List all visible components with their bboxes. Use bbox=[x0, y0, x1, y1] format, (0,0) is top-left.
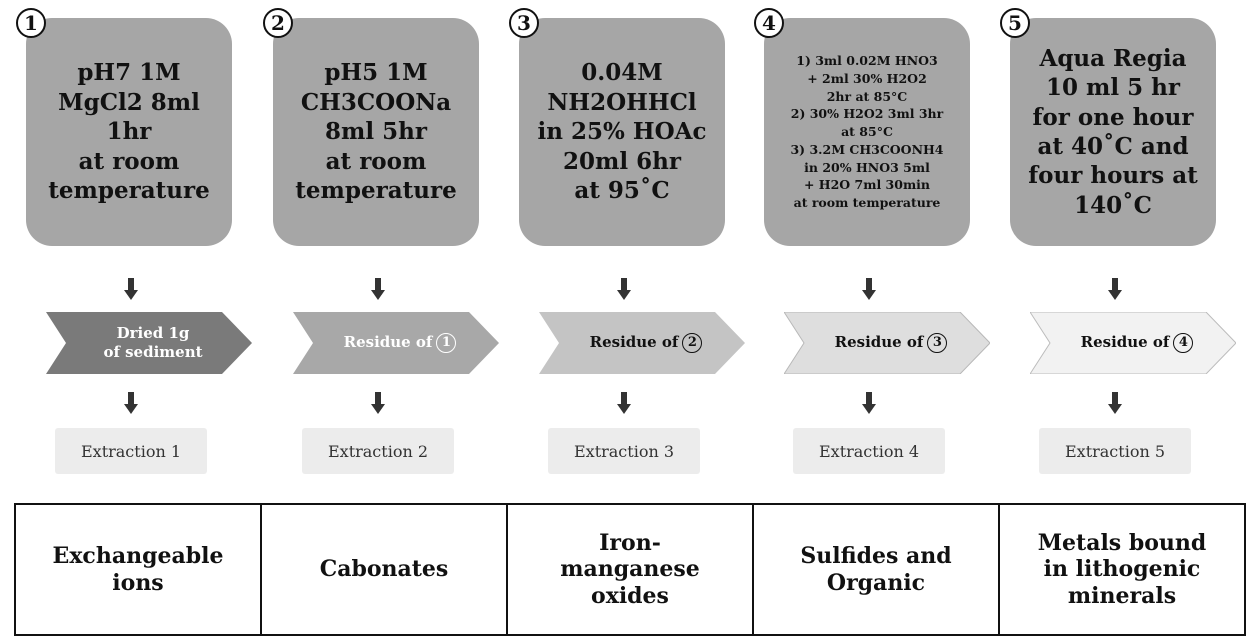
step-column-3: 0.04M NH2OHHCl in 25% HOAc 20ml 6hr at 9… bbox=[499, 0, 749, 480]
step-column-1: pH7 1M MgCl2 8ml 1hr at room temperature… bbox=[6, 0, 256, 480]
reagent-text-5: Aqua Regia 10 ml 5 hr for one hour at 40… bbox=[1028, 44, 1198, 219]
extraction-label-2: Extraction 2 bbox=[302, 428, 454, 474]
fraction-cell-2: Cabonates bbox=[262, 505, 508, 634]
extraction-label-4: Extraction 4 bbox=[793, 428, 945, 474]
reagent-box-3: 0.04M NH2OHHCl in 25% HOAc 20ml 6hr at 9… bbox=[519, 18, 725, 246]
fraction-cell-4: Sulfides and Organic bbox=[754, 505, 1000, 634]
arrow-down-icon bbox=[862, 392, 876, 414]
step-ref-4: 4 bbox=[1173, 333, 1194, 353]
reagent-text-3: 0.04M NH2OHHCl in 25% HOAc 20ml 6hr at 9… bbox=[537, 59, 707, 205]
step-column-5: Aqua Regia 10 ml 5 hr for one hour at 40… bbox=[990, 0, 1240, 480]
fraction-cell-1: Exchangeable ions bbox=[16, 505, 262, 634]
step-column-2: pH5 1M CH3COONa 8ml 5hr at room temperat… bbox=[253, 0, 503, 480]
arrow-down-icon bbox=[862, 278, 876, 300]
extraction-label-5: Extraction 5 bbox=[1039, 428, 1191, 474]
reagent-box-4: 1) 3ml 0.02M HNO3 + 2ml 30% H2O2 2hr at … bbox=[764, 18, 970, 246]
reagent-text-4: 1) 3ml 0.02M HNO3 + 2ml 30% H2O2 2hr at … bbox=[790, 53, 944, 211]
reagent-text-2: pH5 1M CH3COONa 8ml 5hr at room temperat… bbox=[295, 59, 457, 205]
step-number-1: 1 bbox=[16, 8, 46, 38]
step-number-5: 5 bbox=[1000, 8, 1030, 38]
arrow-down-icon bbox=[124, 278, 138, 300]
arrow-down-icon bbox=[1108, 392, 1122, 414]
reagent-text-1: pH7 1M MgCl2 8ml 1hr at room temperature bbox=[48, 59, 210, 205]
arrow-down-icon bbox=[1108, 278, 1122, 300]
step-ref-2: 2 bbox=[682, 333, 703, 353]
fraction-cell-3: Iron- manganese oxides bbox=[508, 505, 754, 634]
step-ref-1: 1 bbox=[436, 333, 457, 353]
extraction-label-3: Extraction 3 bbox=[548, 428, 700, 474]
arrow-down-icon bbox=[617, 278, 631, 300]
fractions-table: Exchangeable ions Cabonates Iron- mangan… bbox=[14, 503, 1246, 636]
step-ref-3: 3 bbox=[927, 333, 948, 353]
reagent-box-2: pH5 1M CH3COONa 8ml 5hr at room temperat… bbox=[273, 18, 479, 246]
step-column-4: 1) 3ml 0.02M HNO3 + 2ml 30% H2O2 2hr at … bbox=[744, 0, 994, 480]
arrow-down-icon bbox=[371, 392, 385, 414]
chevron-label-1: Dried 1g of sediment bbox=[103, 323, 203, 362]
reagent-box-5: Aqua Regia 10 ml 5 hr for one hour at 40… bbox=[1010, 18, 1216, 246]
reagent-box-1: pH7 1M MgCl2 8ml 1hr at room temperature bbox=[26, 18, 232, 246]
step-number-2: 2 bbox=[263, 8, 293, 38]
arrow-down-icon bbox=[617, 392, 631, 414]
extraction-label-1: Extraction 1 bbox=[55, 428, 207, 474]
arrow-down-icon bbox=[371, 278, 385, 300]
fraction-cell-5: Metals bound in lithogenic minerals bbox=[1037, 529, 1207, 609]
step-number-3: 3 bbox=[509, 8, 539, 38]
arrow-down-icon bbox=[124, 392, 138, 414]
input-chevron-1: Dried 1g of sediment bbox=[46, 312, 252, 374]
step-number-4: 4 bbox=[754, 8, 784, 38]
